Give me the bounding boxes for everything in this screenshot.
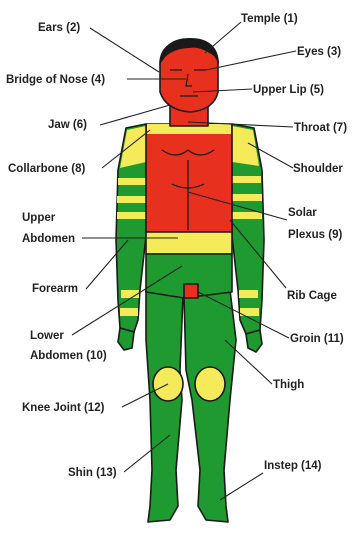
label-thigh: Thigh: [273, 379, 304, 391]
chest: [146, 124, 232, 236]
leader-ears: [90, 28, 159, 72]
label-knee-joint: Knee Joint (12): [22, 402, 105, 414]
left-leg: [146, 290, 183, 522]
body-figure: [116, 38, 264, 522]
label-ears: Ears (2): [38, 22, 80, 34]
groin-patch: [184, 284, 198, 298]
label-solar-plexus-line1: Solar: [288, 207, 317, 219]
leader-temple: [205, 22, 241, 53]
label-throat: Throat (7): [294, 122, 347, 134]
leader-instep: [220, 473, 263, 500]
right-hand: [246, 330, 262, 352]
label-eyes: Eyes (3): [297, 46, 341, 58]
label-lower-abdomen-line1: Lower: [30, 330, 64, 342]
label-bridge-nose: Bridge of Nose (4): [6, 74, 105, 86]
leader-jaw: [100, 105, 170, 125]
label-groin: Groin (11): [290, 333, 344, 345]
label-temple: Temple (1): [241, 13, 298, 25]
left-hand: [118, 328, 134, 350]
label-upper-abdomen-line2: Abdomen: [22, 233, 75, 245]
right-knee: [195, 367, 225, 401]
waist-band: [146, 232, 232, 254]
label-upper-lip: Upper Lip (5): [253, 84, 324, 96]
label-forearm: Forearm: [32, 283, 78, 295]
label-lower-abdomen-line2: Abdomen (10): [30, 350, 107, 362]
right-leg: [184, 290, 236, 522]
label-upper-abdomen-line1: Upper: [22, 212, 56, 224]
label-jaw: Jaw (6): [48, 119, 87, 131]
label-shoulder: Shoulder: [293, 163, 343, 175]
label-rib-cage: Rib Cage: [287, 290, 337, 302]
label-solar-plexus-line2: Plexus (9): [288, 229, 342, 241]
leader-eyes: [206, 51, 296, 70]
label-shin: Shin (13): [68, 467, 117, 479]
label-instep: Instep (14): [264, 460, 322, 472]
label-collarbone: Collarbone (8): [8, 163, 85, 175]
